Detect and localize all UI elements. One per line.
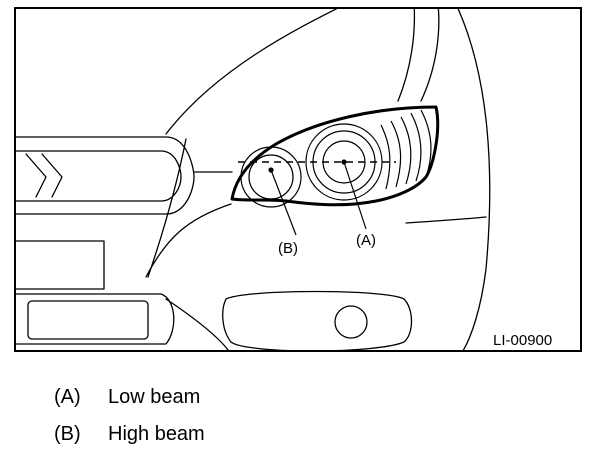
reflector-fin-5 [380, 124, 391, 190]
grille-bar-2 [41, 153, 63, 198]
legend-label: High beam [108, 423, 205, 445]
headlamp-diagram: (A) (B) LI-00900 [14, 7, 582, 352]
bumper-upper-line [405, 216, 487, 224]
lower-intake [16, 240, 105, 290]
reflector-fin-1 [390, 120, 402, 188]
callout-b-leader [270, 169, 297, 236]
high-beam-outer-ring [240, 146, 302, 208]
bumper-curve [145, 203, 232, 278]
fender-edge [457, 9, 491, 350]
headlamp-housing [230, 105, 440, 207]
fender-line-1 [397, 9, 416, 102]
reflector-fin-3 [410, 112, 422, 182]
headlamp-drawing: (A) (B) LI-00900 [16, 9, 552, 350]
callout-a-label: (A) [356, 232, 376, 249]
legend-item-high-beam: (B) High beam [54, 423, 205, 445]
grille-bar [25, 153, 47, 198]
callout-b-label: (B) [278, 240, 298, 257]
grille-outer [16, 136, 195, 215]
fog-lamp [334, 305, 368, 339]
reflector-fin-2 [400, 116, 412, 185]
grille-inner [16, 150, 182, 202]
fender-line-2 [420, 9, 440, 102]
bumper-side [147, 138, 187, 278]
lower-body-line [165, 298, 229, 350]
hood-line [165, 9, 338, 135]
legend-label: Low beam [108, 386, 201, 408]
callout-a-leader [343, 161, 367, 230]
legend-key: (A) [54, 386, 81, 408]
lower-intake-2 [16, 293, 175, 345]
figure-code: LI-00900 [493, 332, 552, 349]
legend-key: (B) [54, 423, 81, 445]
legend-item-low-beam: (A) Low beam [54, 386, 200, 408]
reflector-fin-4 [420, 109, 432, 178]
fog-lamp-housing [222, 290, 413, 350]
high-beam-inner-ring [248, 154, 294, 200]
